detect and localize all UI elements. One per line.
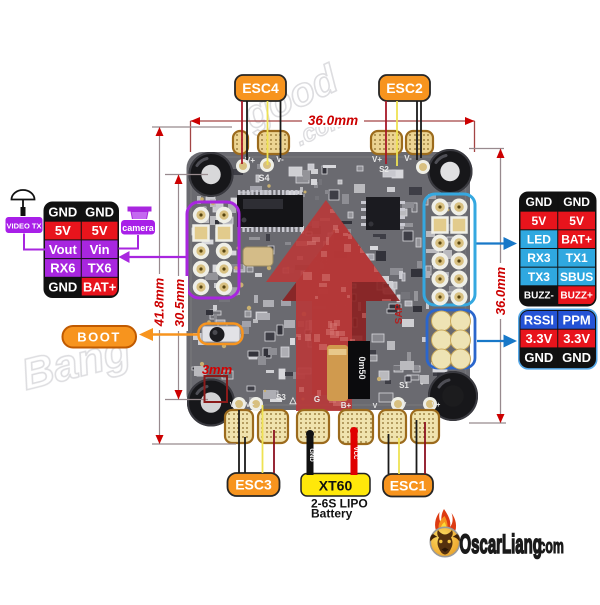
svg-text:V+: V+: [246, 402, 255, 409]
svg-text:B+: B+: [341, 401, 352, 410]
svg-text:S4: S4: [258, 173, 269, 183]
svg-text:0m50: 0m50: [357, 356, 367, 379]
svg-text:3mm: 3mm: [202, 362, 233, 377]
svg-text:.com: .com: [535, 535, 564, 558]
svg-text:V+: V+: [372, 155, 382, 164]
svg-text:41.8mm: 41.8mm: [152, 277, 167, 327]
svg-text:LED: LED: [527, 232, 551, 246]
svg-text:Vin: Vin: [90, 242, 110, 257]
svg-text:3.3V: 3.3V: [563, 331, 590, 346]
svg-text:GND: GND: [524, 350, 553, 365]
svg-text:36.0mm: 36.0mm: [493, 266, 508, 315]
svg-text:TX3: TX3: [528, 270, 550, 284]
svg-text:GND: GND: [308, 448, 314, 462]
svg-text:SAP: SAP: [394, 303, 405, 324]
svg-text:G: G: [314, 395, 320, 404]
svg-text:3.3V: 3.3V: [526, 331, 553, 346]
svg-text:camera: camera: [122, 223, 155, 233]
svg-text:S2: S2: [379, 165, 389, 174]
svg-text:V+: V+: [245, 156, 255, 165]
svg-text:GND: GND: [48, 205, 77, 220]
svg-text:5V: 5V: [92, 223, 108, 238]
svg-text:30.5mm: 30.5mm: [172, 278, 187, 327]
svg-text:V: V: [373, 403, 378, 410]
svg-text:ESC4: ESC4: [242, 80, 279, 96]
svg-text:36.0mm: 36.0mm: [308, 113, 358, 128]
svg-text:S1: S1: [399, 381, 409, 390]
svg-text:TX1: TX1: [566, 251, 588, 265]
svg-text:BAT+: BAT+: [561, 232, 592, 246]
svg-text:5V: 5V: [569, 214, 584, 228]
svg-text:BAT+: BAT+: [83, 279, 117, 294]
svg-text:V-: V-: [230, 402, 237, 409]
svg-text:5V: 5V: [532, 214, 547, 228]
svg-text:Battery: Battery: [311, 507, 353, 521]
svg-text:RX6: RX6: [50, 261, 75, 276]
svg-text:OscarLiang: OscarLiang: [460, 528, 542, 559]
svg-text:ESC3: ESC3: [235, 477, 272, 493]
svg-text:SBUS: SBUS: [560, 270, 593, 284]
svg-text:5V: 5V: [55, 223, 71, 238]
svg-text:Vout: Vout: [49, 242, 78, 257]
svg-text:GND: GND: [48, 279, 77, 294]
svg-text:BUZZ+: BUZZ+: [560, 291, 593, 302]
svg-text:VIDEO TX: VIDEO TX: [6, 222, 41, 231]
svg-text:ESC2: ESC2: [386, 80, 423, 96]
svg-text:△: △: [289, 395, 298, 405]
svg-text:V-: V-: [276, 155, 284, 164]
svg-text:GND: GND: [526, 195, 553, 209]
svg-text:RSSI: RSSI: [524, 313, 554, 328]
svg-text:V-: V-: [404, 154, 412, 163]
svg-text:V+: V+: [432, 402, 441, 409]
svg-text:GND: GND: [562, 350, 591, 365]
svg-text:GND: GND: [85, 205, 114, 220]
svg-text:BOOT: BOOT: [77, 330, 121, 345]
svg-text:GND: GND: [563, 195, 590, 209]
svg-text:V: V: [402, 402, 407, 409]
svg-text:XT60: XT60: [319, 478, 353, 494]
svg-text:TX6: TX6: [88, 261, 112, 276]
svg-text:S3: S3: [276, 393, 286, 402]
svg-text:RX3: RX3: [527, 251, 551, 265]
svg-text:2-6S LIPO: 2-6S LIPO: [311, 497, 368, 511]
svg-text:VCC: VCC: [352, 447, 358, 460]
svg-text:-: -: [421, 379, 424, 388]
svg-text:PPM: PPM: [563, 313, 591, 328]
svg-text:BUZZ-: BUZZ-: [524, 291, 554, 302]
svg-text:ESC1: ESC1: [390, 477, 427, 493]
